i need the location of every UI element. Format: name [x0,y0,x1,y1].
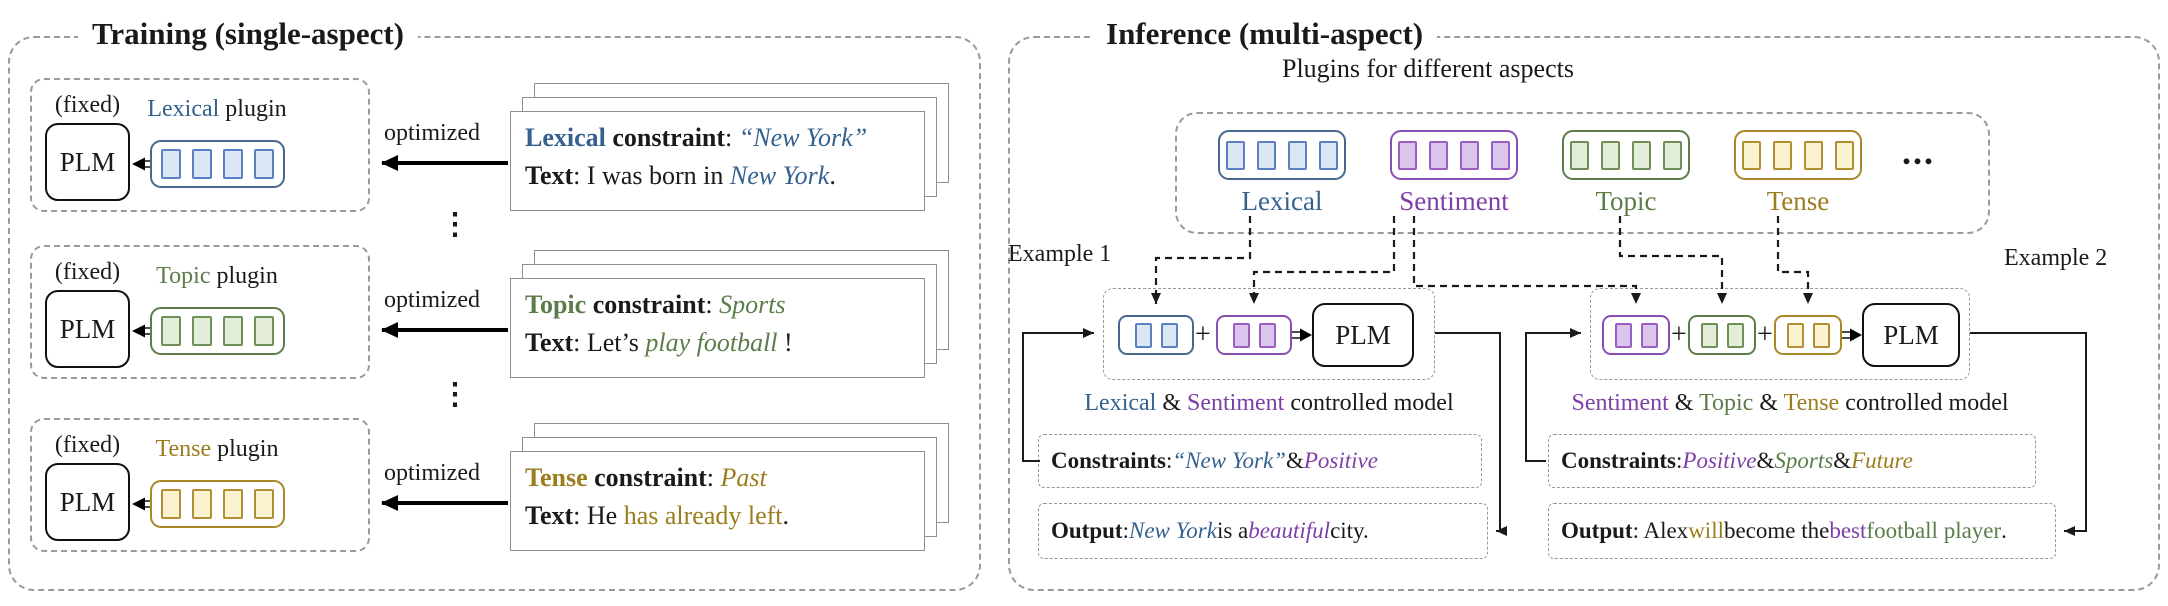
sentiment-plugin-pill [1216,315,1292,355]
lexical-plugin-pill [150,140,285,188]
training-panel-title: Training (single-aspect) [78,16,418,52]
card-constraint-line: Tense constraint: Past [525,463,767,492]
card-text-line: Text: He has already left. [525,501,790,530]
training-card-lexical: Lexical constraint: “New York” Text: I w… [510,111,925,211]
example-2-constraints-box: Constraints: Positive & Sports & Future [1548,434,2036,488]
example-1-label: Example 1 [1008,241,1112,267]
topic-plugin-pill [1562,130,1690,180]
plus-sign: + [1757,319,1773,350]
more-plugins-dots: ... [1902,132,1935,172]
tense-plugin-pill [150,480,285,528]
topic-plugin-pill [1688,315,1756,355]
training-card-topic: Topic constraint: Sports Text: Let’s pla… [510,278,925,378]
topic-plugin-label: Topic plugin [156,263,278,289]
sentiment-plugin-pill [1602,315,1670,355]
lexical-plugin-pill [1118,315,1194,355]
tense-plugin-label: Tense plugin [155,436,279,462]
example-1-output-box: Output: New York is a beautiful city. [1038,503,1488,559]
optimized-label: optimized [384,460,480,486]
plugins-title: Plugins for different aspects [1282,54,1574,83]
training-panel [8,36,981,591]
card-constraint-line: Lexical constraint: “New York” [525,123,868,152]
plm-box: PLM [1312,303,1414,367]
sentiment-plugin-label: Sentiment [1399,186,1509,216]
optimized-label: optimized [384,287,480,313]
lexical-plugin-label: Lexical plugin [147,96,287,122]
plm-box: PLM [45,123,130,201]
fixed-label: (fixed) [54,259,121,285]
tense-plugin-pill [1774,315,1842,355]
topic-plugin-pill [150,307,285,355]
lexical-plugin-label: Lexical [1241,186,1323,216]
training-unit-box [30,418,370,552]
example-2-caption: Sentiment & Topic & Tense controlled mod… [1571,390,2009,416]
plm-box: PLM [1862,303,1960,367]
inference-panel-title: Inference (multi-aspect) [1092,16,1438,52]
plm-box: PLM [45,463,130,541]
lexical-plugin-pill [1218,130,1346,180]
inference-panel [1008,36,2160,591]
training-unit-box [30,245,370,379]
training-unit-box [30,78,370,212]
example-2-label: Example 2 [2004,245,2108,271]
training-card-tense: Tense constraint: Past Text: He has alre… [510,451,925,551]
card-text-line: Text: Let’s play football ! [525,328,793,357]
tense-plugin-label: Tense [1766,186,1830,216]
card-constraint-line: Topic constraint: Sports [525,290,786,319]
card-text-line: Text: I was born in New York. [525,161,836,190]
fixed-label: (fixed) [54,92,121,118]
fixed-label: (fixed) [54,432,121,458]
topic-plugin-label: Topic [1595,186,1657,216]
plus-sign: + [1195,319,1211,350]
plm-box: PLM [45,290,130,368]
optimized-label: optimized [384,120,480,146]
example-2-output-box: Output: Alex will become the best footba… [1548,503,2056,559]
ellipsis-vertical: ⋮ [440,208,470,241]
example-1-caption: Lexical & Sentiment controlled model [1084,390,1454,416]
ellipsis-vertical: ⋮ [440,378,470,411]
plus-sign: + [1671,319,1687,350]
example-1-constraints-box: Constraints: “New York” & Positive [1038,434,1482,488]
tense-plugin-pill [1734,130,1862,180]
sentiment-plugin-pill [1390,130,1518,180]
